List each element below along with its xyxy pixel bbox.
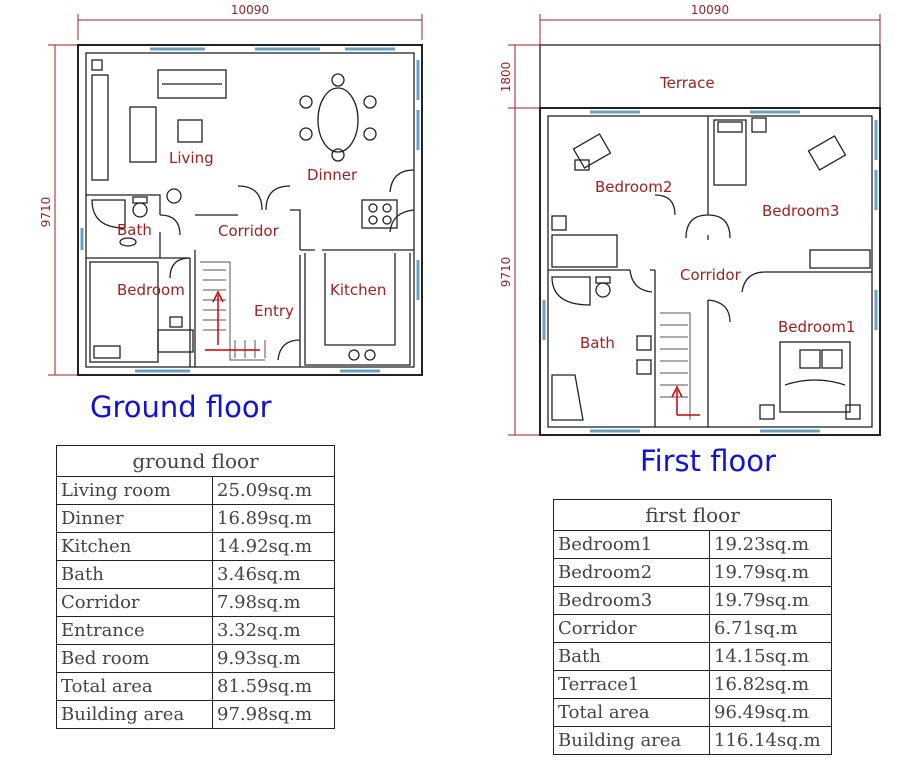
room-label-bedroom: Bedroom	[117, 281, 185, 299]
room-label-first-bath: Bath	[580, 334, 615, 352]
area-value: 3.46sq.m	[212, 560, 335, 589]
area-name: Corridor	[56, 588, 213, 617]
room-label-dinner: Dinner	[307, 166, 358, 184]
area-value: 19.79sq.m	[709, 586, 832, 615]
area-value: 116.14sq.m	[709, 726, 832, 755]
area-name: Corridor	[553, 614, 710, 643]
ground-floor-title: Ground floor	[90, 390, 272, 424]
ground-floor-plan	[48, 14, 423, 376]
room-label-bedroom1: Bedroom1	[778, 318, 855, 336]
room-label-terrace: Terrace	[659, 74, 715, 92]
room-label-bath: Bath	[117, 221, 152, 239]
area-value: 25.09sq.m	[212, 476, 335, 505]
ground-table-header: ground floor	[56, 445, 335, 477]
area-value: 19.79sq.m	[709, 558, 832, 587]
area-name: Living room	[56, 476, 213, 505]
area-value: 16.82sq.m	[709, 670, 832, 699]
area-value: 14.15sq.m	[709, 642, 832, 671]
area-name: Bath	[56, 560, 213, 589]
first-windows	[542, 110, 878, 433]
area-value: 14.92sq.m	[212, 532, 335, 561]
ground-windows	[80, 47, 420, 373]
area-name: Bed room	[56, 644, 213, 673]
ground-width-dimension: 10090	[231, 3, 269, 17]
room-label-corridor: Corridor	[218, 222, 280, 240]
first-dimension-lines	[508, 14, 881, 436]
floor-plans-drawing: 10090 9710 Living Dinner Bath Corridor B…	[39, 3, 881, 436]
area-value: 9.93sq.m	[212, 644, 335, 673]
area-value: 19.23sq.m	[709, 530, 832, 559]
area-value: 7.98sq.m	[212, 588, 335, 617]
room-label-first-corridor: Corridor	[680, 266, 742, 284]
area-name: Total area	[56, 672, 213, 701]
first-floor-title: First floor	[640, 444, 776, 478]
ground-stairs	[200, 261, 266, 361]
area-value: 97.98sq.m	[212, 700, 335, 729]
area-name: Total area	[553, 698, 710, 727]
room-label-living: Living	[169, 149, 214, 167]
room-label-entry: Entry	[254, 302, 294, 320]
area-name: Kitchen	[56, 532, 213, 561]
area-name: Bedroom3	[553, 586, 710, 615]
room-label-bedroom3: Bedroom3	[762, 202, 839, 220]
terrace-depth-dimension: 1800	[499, 62, 513, 93]
area-name: Building area	[56, 700, 213, 729]
ground-depth-dimension: 9710	[39, 197, 53, 228]
area-value: 3.32sq.m	[212, 616, 335, 645]
area-name: Building area	[553, 726, 710, 755]
area-name: Bedroom2	[553, 558, 710, 587]
area-value: 16.89sq.m	[212, 504, 335, 533]
room-label-kitchen: Kitchen	[330, 281, 386, 299]
first-table-header: first floor	[553, 499, 832, 531]
area-value: 81.59sq.m	[212, 672, 335, 701]
area-value: 6.71sq.m	[709, 614, 832, 643]
first-floor-plan	[508, 14, 881, 436]
room-label-bedroom2: Bedroom2	[595, 178, 672, 196]
area-value: 96.49sq.m	[709, 698, 832, 727]
area-name: Terrace1	[553, 670, 710, 699]
area-name: Entrance	[56, 616, 213, 645]
area-name: Bath	[553, 642, 710, 671]
first-stairs	[660, 312, 691, 420]
first-width-dimension: 10090	[691, 3, 729, 17]
first-depth-dimension: 9710	[499, 257, 513, 288]
area-name: Bedroom1	[553, 530, 710, 559]
ground-dimension-lines	[48, 14, 423, 376]
area-name: Dinner	[56, 504, 213, 533]
